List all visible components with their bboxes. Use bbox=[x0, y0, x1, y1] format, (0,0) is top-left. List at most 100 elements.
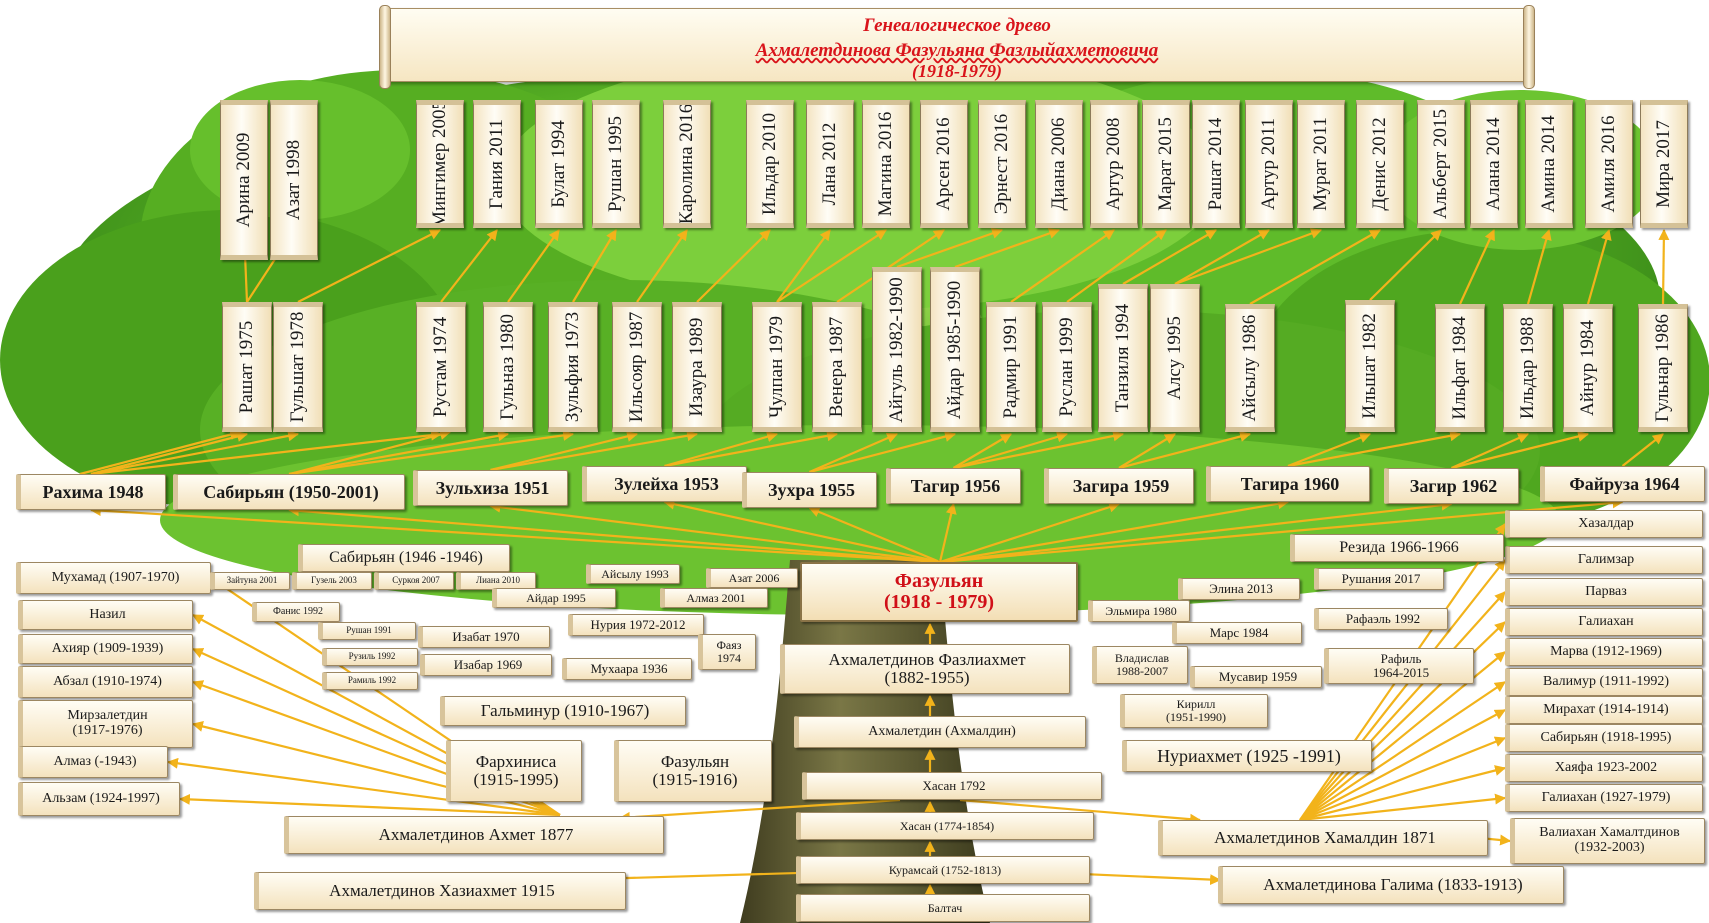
connector-arrow bbox=[440, 229, 498, 303]
title-line-3: (1918-1979) bbox=[912, 61, 1002, 81]
top-row-node-18: Денис 2012 bbox=[1356, 100, 1404, 228]
top-row-node-6: Каролина 2016 bbox=[663, 100, 711, 228]
inner-left-node-5-text-1: Айсылу 1993 bbox=[601, 566, 669, 581]
inner-right-node-8-text-2: 1964-2015 bbox=[1372, 665, 1430, 680]
connector-arrow bbox=[1459, 229, 1495, 305]
middle-row-node-6: Изаура 1989 bbox=[672, 302, 722, 432]
inner-right-node-7: Мусавир 1959 bbox=[1190, 666, 1322, 688]
connector-arrow bbox=[809, 431, 957, 474]
child-node-5: Тагир 1956 bbox=[886, 468, 1021, 504]
inner-right-node-10: Нуриахмет (1925 -1991) bbox=[1122, 740, 1372, 772]
child-node-1-text-1: Сабирьян (1950-2001) bbox=[203, 481, 379, 502]
inner-left-node-20-text-2: (1915-1916) bbox=[652, 770, 738, 789]
top-row-node-12-label: Диана 2006 bbox=[1048, 117, 1069, 211]
inner-left-node-8: Алмаз 2001 bbox=[660, 588, 768, 608]
top-row-node-19: Альберт 2015 bbox=[1417, 100, 1465, 228]
left-sibling-4: Мирзалетдин(1917-1976) bbox=[18, 700, 193, 748]
inner-right-node-3-text-1: Эльмира 1980 bbox=[1105, 603, 1177, 618]
top-row-node-20: Алана 2014 bbox=[1470, 100, 1518, 228]
connector-arrow bbox=[288, 429, 575, 476]
connector-arrow bbox=[663, 498, 941, 564]
title-line-1: Генеалогическое древо bbox=[863, 15, 1051, 36]
left-sibling-5: Алмаз (-1943) bbox=[18, 746, 168, 778]
connector-arrow bbox=[178, 793, 561, 817]
connector-arrow bbox=[664, 431, 779, 468]
child-node-7: Тагира 1960 bbox=[1206, 466, 1370, 502]
right-sibling-5-text-1: Валимур (1911-1992) bbox=[1543, 673, 1669, 689]
ancestor-gg4: Балтач bbox=[796, 894, 1090, 922]
right-sibling-9-text-1: Галиахан (1927-1979) bbox=[1541, 789, 1671, 805]
child-node-6-text-1: Загира 1959 bbox=[1072, 475, 1170, 496]
right-sibling-9: Галиахан (1927-1979) bbox=[1505, 784, 1703, 812]
connector-arrow bbox=[808, 506, 941, 564]
top-row-node-3: Гания 2011 bbox=[473, 100, 521, 228]
ancestor-right1: Ахмалетдинов Хамалдин 1871 bbox=[1158, 820, 1488, 856]
middle-row-node-5-label: Ильсояр 1987 bbox=[626, 311, 647, 423]
right-sibling-5: Валимур (1911-1992) bbox=[1505, 668, 1703, 696]
inner-left-node-6-text-1: Азат 2006 bbox=[728, 570, 780, 585]
inner-left-node-9-text-1: Фанис 1992 bbox=[273, 605, 323, 617]
inner-right-node-1-text-1: Элина 2013 bbox=[1209, 581, 1273, 597]
top-row-node-11: Эрнест 2016 bbox=[978, 100, 1026, 228]
ancestor-gg4-text-1: Балтач bbox=[927, 900, 963, 915]
top-row-node-23: Мира 2017 bbox=[1640, 100, 1688, 228]
left-sibling-4-text-2: (1917-1976) bbox=[72, 723, 143, 738]
child-node-7-text-1: Тагира 1960 bbox=[1240, 473, 1340, 494]
scroll-cap-left bbox=[379, 5, 391, 89]
right-sibling-3-text-1: Галиахан bbox=[1578, 613, 1634, 629]
connector-arrow bbox=[959, 798, 1202, 825]
top-row-node-21-label: Амина 2014 bbox=[1538, 115, 1559, 213]
top-row-node-3-label: Гания 2011 bbox=[486, 118, 507, 210]
left-sibling-3-text-1: Абзал (1910-1974) bbox=[53, 673, 162, 689]
inner-left-node-12: Изабат 1970 bbox=[418, 626, 550, 648]
right-sibling-1-text-1: Галимзар bbox=[1577, 551, 1635, 567]
connector-arrow bbox=[939, 498, 1290, 564]
right-sibling-4-text-1: Марва (1912-1969) bbox=[1550, 643, 1662, 659]
inner-left-node-4-text-1: Лиана 2010 bbox=[476, 575, 520, 586]
father-node-text-2: (1882-1955) bbox=[884, 668, 970, 687]
connector-arrow bbox=[1299, 793, 1507, 822]
inner-left-node-9: Фанис 1992 bbox=[252, 602, 340, 622]
connector-arrow bbox=[89, 505, 941, 564]
ancestor-left1: Ахмалетдинов Ахмет 1877 bbox=[284, 816, 664, 854]
right-sibling-2-text-1: Парваз bbox=[1585, 583, 1627, 599]
top-row-node-0-label: Арина 2009 bbox=[233, 132, 254, 228]
connector-arrow bbox=[1299, 591, 1506, 821]
inner-right-node-4: Марс 1984 bbox=[1172, 622, 1302, 644]
middle-row-node-17: Ильфат 1984 bbox=[1435, 304, 1485, 432]
top-row-node-7: Ильдар 2010 bbox=[746, 100, 794, 228]
inner-left-node-17-text-1: Рамиль 1992 bbox=[347, 675, 397, 686]
top-row-node-15-label: Рашат 2014 bbox=[1205, 117, 1226, 211]
connector-arrow bbox=[1287, 432, 1372, 468]
ancestor-right2-text-1: Ахмалетдинова Галима (1833-1913) bbox=[1263, 875, 1523, 895]
connector-arrow bbox=[618, 798, 901, 823]
inner-left-node-5: Айсылу 1993 bbox=[586, 564, 680, 584]
connector-arrow bbox=[490, 431, 639, 472]
middle-row-node-12-label: Руслан 1999 bbox=[1056, 317, 1077, 417]
inner-left-node-20-text-1: Фазульян bbox=[660, 752, 730, 772]
top-row-node-22: Амиля 2016 bbox=[1585, 100, 1633, 228]
inner-right-node-0: Резида 1966-1966 bbox=[1290, 534, 1504, 562]
left-sibling-2-text-1: Ахияр (1909-1939) bbox=[51, 640, 164, 656]
connector-arrow bbox=[507, 229, 560, 303]
top-row-node-19-label: Альберт 2015 bbox=[1430, 108, 1451, 220]
middle-row-node-19: Айнур 1984 bbox=[1563, 304, 1613, 432]
inner-left-node-12-text-1: Изабат 1970 bbox=[452, 629, 520, 645]
connector-arrow bbox=[79, 429, 242, 476]
left-sibling-3: Абзал (1910-1974) bbox=[18, 666, 193, 698]
grandfather-node-text-1: Ахмалетдин (Ахмалдин) bbox=[868, 723, 1016, 739]
inner-right-node-10-text-1: Нуриахмет (1925 -1991) bbox=[1157, 745, 1341, 766]
middle-row-node-1: Гульшат 1978 bbox=[273, 302, 323, 432]
connector-arrow bbox=[696, 229, 771, 303]
middle-row-node-5: Ильсояр 1987 bbox=[612, 302, 662, 432]
child-node-6: Загира 1959 bbox=[1044, 468, 1194, 504]
top-row-node-23-label: Мира 2017 bbox=[1653, 120, 1674, 208]
connector-arrow bbox=[953, 430, 1125, 470]
inner-left-node-17: Рамиль 1992 bbox=[322, 672, 418, 690]
left-sibling-5-text-1: Алмаз (-1943) bbox=[53, 753, 137, 769]
right-sibling-1: Галимзар bbox=[1505, 546, 1703, 574]
ancestor-gg2: Хасан (1774-1854) bbox=[796, 812, 1094, 840]
right-sibling-8-text-1: Хаяфа 1923-2002 bbox=[1554, 759, 1658, 775]
right-sibling-0: Хазалдар bbox=[1505, 510, 1703, 538]
